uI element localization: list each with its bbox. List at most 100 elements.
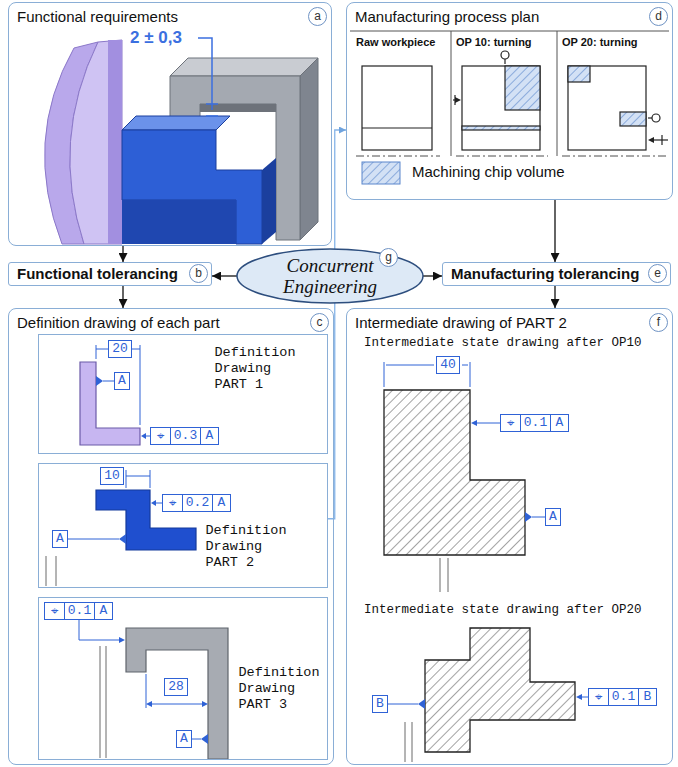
- gdt-datum: A: [550, 414, 569, 432]
- raw-workpiece: [362, 127, 432, 128]
- op20-state: [418, 699, 425, 709]
- op10-state: [525, 512, 532, 522]
- panel-letter: b: [189, 264, 208, 283]
- flow-arrow: [122, 286, 123, 308]
- panel-title: Manufacturing process plan: [355, 8, 539, 25]
- part2-drawing: [155, 503, 162, 504]
- part3-cap: [170, 58, 318, 76]
- op10-sketch: [504, 59, 505, 64]
- gdt-datum: A: [200, 427, 219, 445]
- gdt-tolerance: 0.3: [170, 427, 201, 445]
- op10-sketch: [462, 126, 540, 130]
- panel-letter: a: [308, 7, 327, 26]
- part2-hub: [122, 116, 230, 130]
- part1-drawing: [96, 349, 108, 350]
- panel-letter: g: [379, 248, 398, 267]
- part2-drawing: [46, 556, 47, 586]
- op20-state: [425, 628, 575, 752]
- part2-drawing: [46, 470, 196, 586]
- dimension-leader: [206, 115, 218, 117]
- ellipse-text: Concurrent Engineering: [268, 255, 392, 297]
- dimension-box: 28: [164, 678, 188, 696]
- op20-state: [412, 722, 413, 762]
- state-caption: Intermediate state drawing after OP20: [364, 603, 642, 617]
- part3-drawing: [150, 704, 204, 705]
- part2-drawing: [96, 490, 196, 550]
- op10-sketch: [501, 51, 509, 59]
- part2-drawing: [68, 539, 119, 540]
- op10-sketch: [505, 66, 540, 110]
- datum-label: B: [372, 695, 388, 713]
- part2-hub: [122, 200, 236, 244]
- part1-drawing: [96, 376, 103, 386]
- op10-sketch: [454, 95, 455, 105]
- gdt-symbol: ⌖: [44, 602, 65, 620]
- flow-arrow: [554, 286, 555, 308]
- part2-hub: [122, 116, 276, 244]
- gdt-datum: A: [212, 494, 231, 512]
- panel-title: Intermediate drawing of PART 2: [355, 314, 567, 331]
- part3-drawing: [79, 620, 120, 640]
- ellipse-node: Concurrent Engineeringg: [236, 248, 424, 304]
- panel-letter: e: [648, 264, 667, 283]
- op10-state: [476, 423, 500, 424]
- process-box: Functional tolerancingb: [8, 262, 212, 286]
- op10-state: [384, 362, 545, 517]
- process-grid: [350, 31, 669, 156]
- dimension-box: 20: [108, 340, 132, 358]
- column-header: OP 10: turning: [456, 36, 532, 48]
- raw-workpiece: [356, 66, 440, 156]
- part2-drawing: [150, 470, 151, 488]
- op20-state: [405, 722, 412, 762]
- dimension-leader: [206, 103, 218, 105]
- gdt-symbol: ⌖: [588, 688, 609, 706]
- part3-drawing: [201, 734, 208, 744]
- flow-arrow: [212, 275, 237, 276]
- op20-state: [388, 697, 588, 704]
- op20-state: [581, 697, 588, 698]
- gdt-datum: A: [94, 602, 113, 620]
- drawing-title: Definition Drawing PART 1: [215, 345, 301, 393]
- dimension-box: 40: [436, 356, 460, 374]
- gdt-tolerance: 0.2: [182, 494, 213, 512]
- part2-hub: [122, 130, 262, 244]
- process-box: Manufacturing tolerancing e: [442, 262, 671, 286]
- op10-sketch: [455, 97, 461, 103]
- op10-state: [440, 558, 441, 592]
- flow-arrow: [423, 275, 442, 276]
- gdt-tolerance: 0.1: [64, 602, 95, 620]
- part3-cap: [300, 58, 318, 240]
- gdt-tolerance: 0.1: [520, 414, 551, 432]
- part2-drawing: [56, 556, 57, 586]
- part3-drawing: [146, 674, 147, 708]
- gdt-symbol: ⌖: [500, 414, 521, 432]
- op20-state: [405, 722, 406, 762]
- part1-disc: [45, 40, 122, 244]
- column-header: Raw workpiece: [356, 36, 435, 48]
- op20-sketch: [568, 66, 590, 82]
- part3-drawing: [126, 628, 228, 759]
- part3-drawing: [106, 646, 107, 758]
- dimension-leader: [198, 38, 212, 110]
- part1-drawing: [80, 345, 150, 445]
- op10-state: [471, 420, 477, 426]
- ellipse-shape: [237, 249, 423, 303]
- op20-sketch: [620, 112, 646, 126]
- legend-swatch: [362, 162, 400, 184]
- state-caption: Intermediate state drawing after OP10: [364, 336, 642, 350]
- drawing-box: Definition Drawing PART 2: [38, 463, 328, 588]
- part1-drawing: [96, 345, 97, 359]
- box-title: Manufacturing tolerancing: [451, 263, 639, 284]
- dimension-label: 2 ± 0,3: [130, 28, 182, 48]
- part2-drawing: [119, 534, 126, 544]
- gdt-tolerance: 0.1: [608, 688, 639, 706]
- part1-drawing: [80, 362, 140, 445]
- op10-sketch: [462, 66, 540, 150]
- op10-state: [384, 362, 385, 387]
- part1-disc: [70, 40, 122, 244]
- gdt-datum: B: [638, 688, 657, 706]
